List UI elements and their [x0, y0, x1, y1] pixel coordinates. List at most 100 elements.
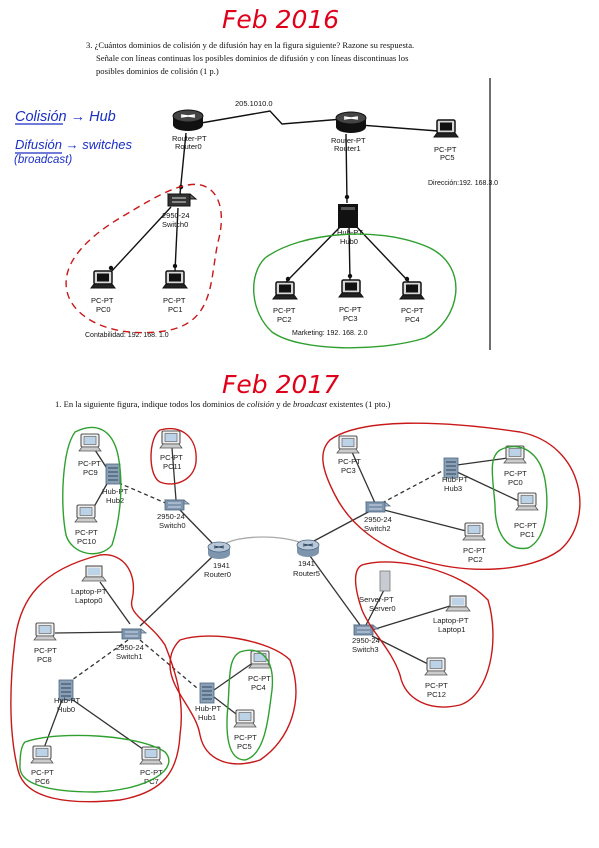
f2-laptop-1-name: Laptop1	[438, 625, 465, 634]
pc-icon	[272, 281, 298, 300]
pc-5: PC-PT PC5	[433, 119, 459, 162]
pc-2-name: PC2	[277, 315, 292, 324]
f2-switch-1-type: 2950-24	[116, 643, 144, 652]
switch-icon	[121, 628, 147, 640]
pc-icon	[78, 433, 102, 452]
pc-icon	[433, 119, 459, 138]
collision-domains-2017	[19, 426, 548, 793]
link-switch0-router0	[179, 509, 215, 546]
f2-pc-0-name: PC0	[508, 478, 523, 487]
network-label-contabilidad: Contabilidad: 192. 168. 1.0	[85, 332, 169, 339]
pc-0-name: PC0	[96, 305, 111, 314]
laptop-icon	[81, 565, 107, 582]
link-hub2-switch0	[111, 479, 171, 506]
f2-pc-3-type: PC-PT	[338, 457, 361, 466]
pc-icon	[90, 270, 116, 289]
pc-2-type: PC-PT	[273, 306, 296, 315]
pc-1-name: PC1	[168, 305, 183, 314]
link-hub0-pc7	[69, 697, 148, 753]
f2-pc-3-name: PC3	[341, 466, 356, 475]
broadcast-domain-switch2	[322, 422, 581, 570]
broadcast-domain-switch3	[354, 561, 494, 708]
router-1-type: Router-PT	[331, 136, 366, 145]
switch-0: 2950-24 Switch0	[162, 193, 197, 229]
link-switch1-pc8	[54, 631, 127, 634]
link-switch2-hub3	[381, 469, 445, 504]
f2-server-0-name: Server0	[369, 604, 396, 613]
link-pc11-switch0	[171, 447, 177, 501]
network-label-marketing: Marketing: 192. 168. 2.0	[292, 330, 368, 337]
f2-switch-0-type: 2950-24	[157, 512, 185, 521]
router-icon	[172, 109, 204, 132]
link-switch3-laptop1	[371, 605, 451, 631]
pc-1: PC-PT PC1	[162, 270, 188, 314]
f2-laptop-0-type: Laptop-PT	[71, 587, 107, 596]
server-icon	[379, 570, 391, 592]
handwritten-notes: Colisión → Hub Difusión → switches (broa…	[14, 109, 133, 166]
f2-pc-11-type: PC-PT	[160, 453, 183, 462]
f2-pc-2-type: PC-PT	[463, 546, 486, 555]
switch-0-name: Switch0	[162, 220, 188, 229]
pc-icon	[424, 657, 448, 676]
broadcast-domain-switch1	[10, 554, 183, 803]
broadcast-domain-hub1	[169, 635, 297, 765]
link-switch1-hub1	[139, 639, 198, 689]
collision-domain-hub0	[253, 233, 457, 349]
f2-router-0-name: Router0	[204, 570, 231, 579]
f2-laptop-0-name: Laptop0	[75, 596, 102, 605]
f2-pc-9-type: PC-PT	[78, 459, 101, 468]
heading-feb-2016: Feb 2016	[222, 5, 339, 34]
link-switch2-pc3	[351, 451, 376, 504]
f2-pc-0-type: PC-PT	[504, 469, 527, 478]
f2-pc-6-name: PC6	[35, 777, 50, 786]
laptop-icon	[445, 595, 471, 612]
f2-laptop-1-type: Laptop-PT	[433, 616, 469, 625]
f2-pc-2-name: PC2	[468, 555, 483, 564]
f2-pc-7-type: PC-PT	[140, 768, 163, 777]
question-1-part-a: 1. En la siguiente figura, indique todos…	[55, 399, 247, 409]
pc-3-type: PC-PT	[339, 305, 362, 314]
f2-router-0-type: 1941	[213, 561, 230, 570]
f2-hub-1-type: Hub-PT	[195, 704, 222, 713]
link-end-dot	[172, 263, 178, 269]
router-1: Router-PT Router1	[331, 111, 367, 153]
question-3-text: 3. ¿Cuántos dominios de colisión y de di…	[86, 40, 414, 76]
hub-0-type: Hub-PT	[337, 228, 363, 237]
router-icon	[335, 111, 367, 134]
address-label-192-168-3-0: Dirección:192. 168.3.0	[428, 180, 498, 187]
f2-server-0-type: Server-PT	[359, 595, 394, 604]
f2-switch-0-name: Switch0	[159, 521, 186, 530]
hub-icon	[199, 682, 215, 704]
pc-icon	[233, 709, 257, 728]
hub-0-name: Hub0	[340, 237, 358, 246]
hub-icon	[105, 463, 121, 485]
link-switch3-server0	[365, 589, 385, 626]
link-hub0-pc6	[43, 699, 63, 749]
f2-hub-0-type: Hub-PT	[54, 696, 81, 705]
collision-domain-hub2	[62, 426, 122, 555]
question-1-text: 1. En la siguiente figura, indique todos…	[55, 399, 391, 409]
pc-icon	[74, 504, 98, 523]
question-1-part-b: y de	[274, 399, 293, 409]
question-1-part-c: existentes (1 pto.)	[327, 399, 391, 409]
pc-4-type: PC-PT	[401, 306, 424, 315]
question-1-italic-collision: colisión	[247, 399, 274, 409]
pc-icon	[33, 622, 57, 641]
question-3-line-2: Señale con líneas continuas los posibles…	[96, 53, 409, 63]
question-1-italic-broadcast: broadcast	[293, 399, 328, 409]
f2-pc-10-name: PC10	[77, 537, 96, 546]
pc-5-type: PC-PT	[434, 145, 457, 154]
link-switch1-hub0	[71, 639, 129, 681]
